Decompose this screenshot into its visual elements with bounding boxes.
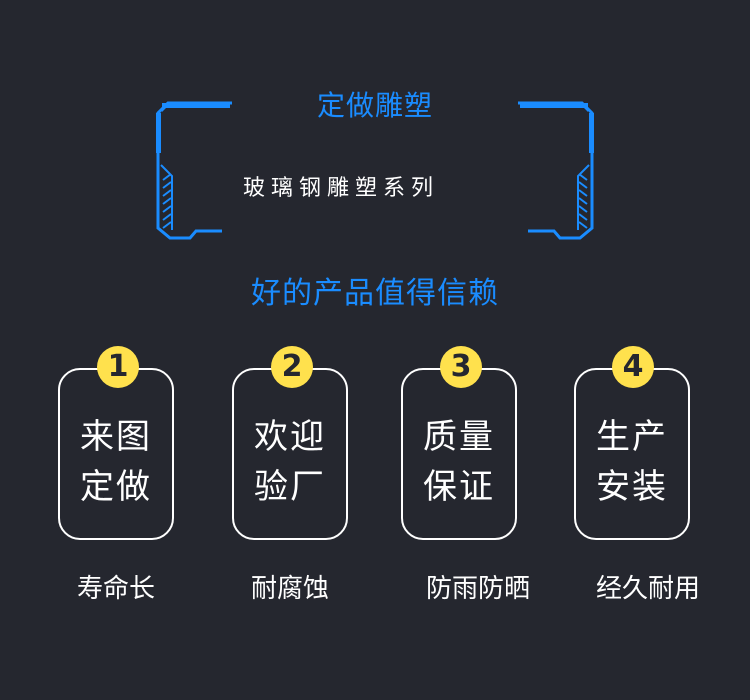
feature-card-2: 欢迎 验厂 xyxy=(232,368,348,540)
card-line-1: 欢迎 xyxy=(254,417,326,457)
page-title: 定做雕塑 xyxy=(316,89,433,122)
decorative-bracket-frame xyxy=(156,101,594,240)
number-badge-3: 3 xyxy=(440,346,482,388)
feature-label-4: 经久耐用 xyxy=(595,574,700,604)
number-badge-2: 2 xyxy=(271,346,313,388)
feature-card-1: 来图 定做 xyxy=(58,368,174,540)
card-line-2: 保证 xyxy=(423,467,495,507)
card-line-2: 验厂 xyxy=(254,467,326,507)
card-text: 质量 保证 xyxy=(403,412,515,512)
tagline: 好的产品值得信赖 xyxy=(251,276,499,311)
feature-card-3: 质量 保证 xyxy=(401,368,517,540)
feature-label-2: 耐腐蚀 xyxy=(250,574,329,604)
left-bracket-icon xyxy=(156,101,232,240)
right-bracket-icon xyxy=(518,101,594,240)
feature-card-4: 生产 安装 xyxy=(574,368,690,540)
card-text: 欢迎 验厂 xyxy=(234,412,346,512)
number-badge-1: 1 xyxy=(97,346,139,388)
feature-label-3: 防雨防晒 xyxy=(425,574,530,604)
card-line-1: 生产 xyxy=(596,417,668,457)
card-text: 来图 定做 xyxy=(60,412,172,512)
card-line-2: 安装 xyxy=(596,467,668,507)
card-line-1: 来图 xyxy=(80,417,152,457)
card-line-1: 质量 xyxy=(423,417,495,457)
card-line-2: 定做 xyxy=(80,467,152,507)
feature-label-1: 寿命长 xyxy=(76,574,155,604)
number-badge-4: 4 xyxy=(612,346,654,388)
page-subtitle: 玻璃钢雕塑系列 xyxy=(243,176,440,201)
card-text: 生产 安装 xyxy=(576,412,688,512)
